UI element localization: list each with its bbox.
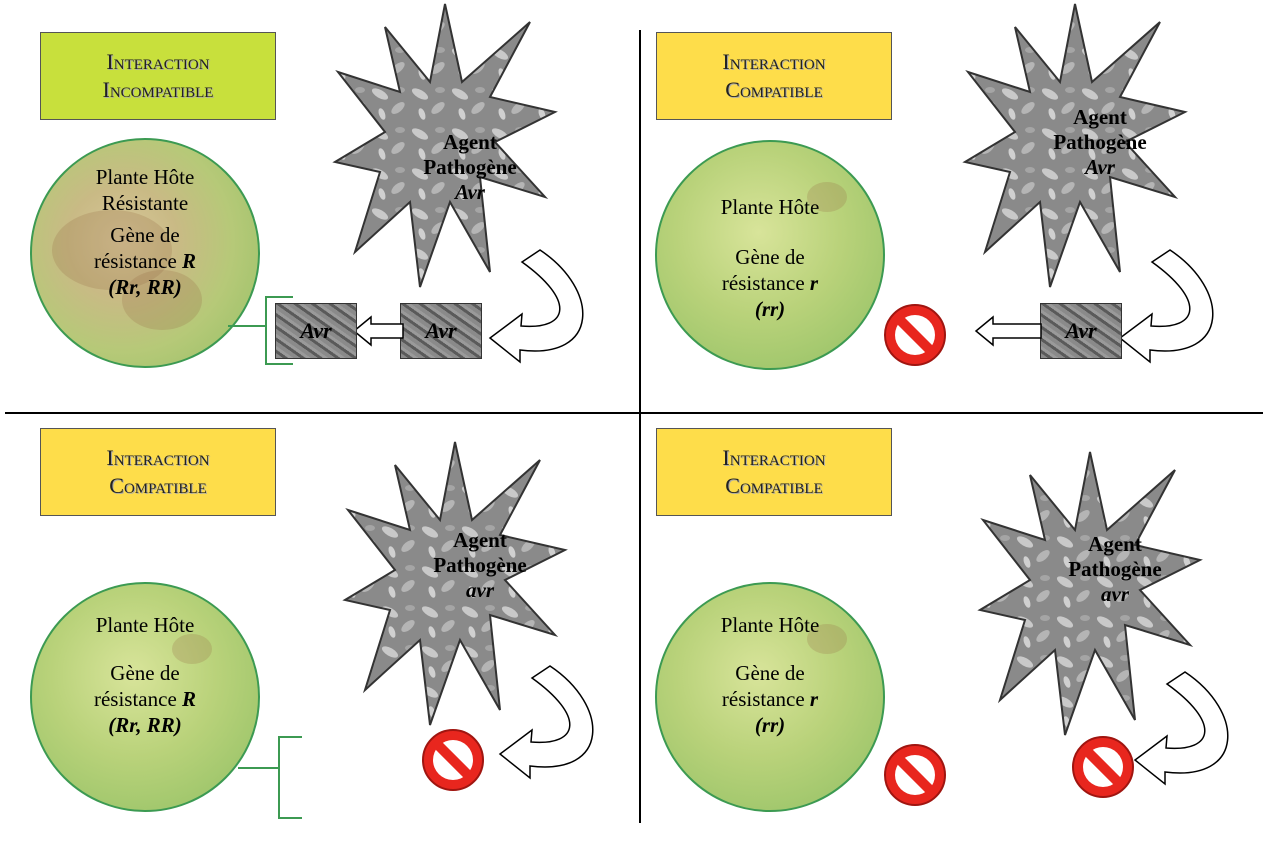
interaction-title: Interaction Compatible xyxy=(656,428,892,516)
plant-label: Plante Hôte xyxy=(720,613,820,637)
gene-label: Gène de xyxy=(735,661,805,685)
no-entry-icon xyxy=(418,725,488,795)
pathogen-starburst xyxy=(962,3,1188,288)
interaction-title: Interaction Compatible xyxy=(40,428,276,516)
no-entry-icon xyxy=(880,300,950,370)
gene-label: Gène de xyxy=(110,661,180,685)
pathogen-label-2: Pathogène xyxy=(1053,130,1147,154)
curved-arrow-icon xyxy=(498,665,594,780)
pathogen-label-2: Pathogène xyxy=(1068,557,1162,581)
pathogen-label-2: Pathogène xyxy=(423,155,517,179)
pathogen-gene: Avr xyxy=(1085,155,1115,179)
pathogen-label-1: Agent xyxy=(1073,105,1127,129)
plant-circle: Plante Hôte Résistante Gène de résistanc… xyxy=(30,138,260,368)
curved-arrow-icon xyxy=(488,249,584,364)
pathogen-gene: avr xyxy=(466,578,494,602)
genotype: (Rr, RR) xyxy=(108,275,182,299)
pathogen-label-1: Agent xyxy=(443,130,497,154)
title-line-2: Compatible xyxy=(109,473,207,498)
plant-label: Plante Hôte xyxy=(95,165,195,189)
block-arrow-icon xyxy=(352,315,404,347)
block-arrow-icon xyxy=(974,315,1042,347)
gene-line: résistance r xyxy=(721,271,819,295)
vertical-divider xyxy=(639,30,641,823)
gene-symbol: r xyxy=(809,687,819,711)
interaction-title: Interaction Incompatible xyxy=(40,32,276,120)
receptor-bracket xyxy=(265,296,267,364)
avr-box-left: Avr xyxy=(275,303,357,359)
pathogen-label-1: Agent xyxy=(453,528,507,552)
curved-arrow-icon xyxy=(1118,249,1214,364)
gene-label: Gène de xyxy=(110,223,180,247)
avr-box: Avr xyxy=(1040,303,1122,359)
title-line-1: Interaction xyxy=(722,49,826,74)
pathogen-starburst xyxy=(342,441,568,726)
title-line-2: Incompatible xyxy=(102,77,214,102)
receptor-bracket xyxy=(278,736,280,818)
plant-circle: Plante Hôte Gène de résistance r (rr) xyxy=(655,140,885,370)
gene-line: résistance r xyxy=(721,687,819,711)
title-line-2: Compatible xyxy=(725,77,823,102)
pathogen-starburst xyxy=(977,451,1203,736)
plant-circle: Plante Hôte Gène de résistance R (Rr, RR… xyxy=(30,582,260,812)
genotype: (rr) xyxy=(754,713,786,737)
plant-label: Plante Hôte xyxy=(720,195,820,219)
pathogen-starburst xyxy=(332,3,558,288)
gene-line: résistance R xyxy=(93,687,197,711)
gene-symbol: r xyxy=(809,271,819,295)
plant-label: Plante Hôte xyxy=(95,613,195,637)
plant-status: Résistante xyxy=(101,191,189,215)
no-entry-icon xyxy=(880,740,950,810)
title-line-2: Compatible xyxy=(725,473,823,498)
horizontal-divider xyxy=(5,412,1263,414)
pathogen-gene: Avr xyxy=(455,180,485,204)
curved-arrow-icon xyxy=(1133,671,1229,786)
genotype: (rr) xyxy=(754,297,786,321)
title-line-1: Interaction xyxy=(722,445,826,470)
genotype: (Rr, RR) xyxy=(108,713,182,737)
pathogen-label-2: Pathogène xyxy=(433,553,527,577)
gene-symbol: R xyxy=(182,687,197,711)
gene-symbol: R xyxy=(182,249,197,273)
avr-box-right: Avr xyxy=(400,303,482,359)
no-entry-icon xyxy=(1068,732,1138,802)
pathogen-gene: avr xyxy=(1101,582,1129,606)
gene-label: Gène de xyxy=(735,245,805,269)
title-line-1: Interaction xyxy=(106,445,210,470)
interaction-title: Interaction Compatible xyxy=(656,32,892,120)
plant-circle: Plante Hôte Gène de résistance r (rr) xyxy=(655,582,885,812)
pathogen-label-1: Agent xyxy=(1088,532,1142,556)
title-line-1: Interaction xyxy=(106,49,210,74)
gene-line: résistance R xyxy=(93,249,197,273)
